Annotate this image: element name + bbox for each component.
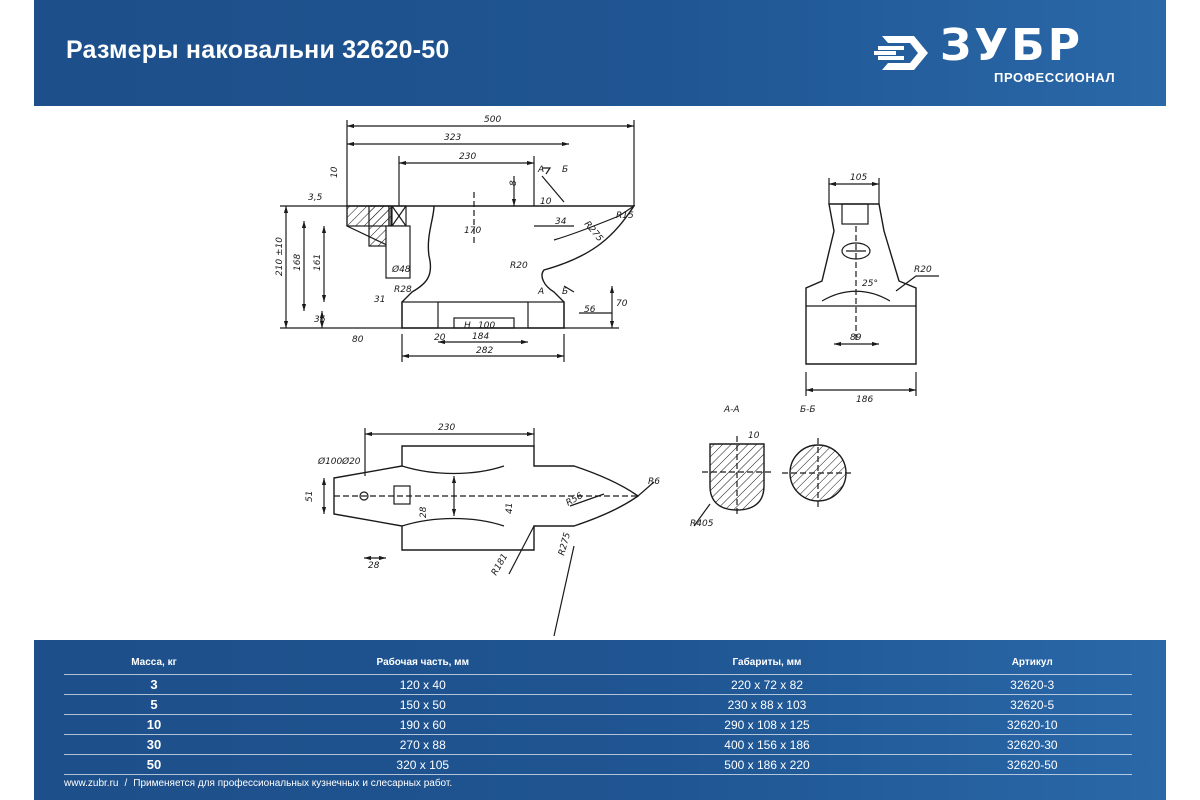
dim-89: 89 <box>850 333 862 343</box>
dim-34: 34 <box>555 217 567 227</box>
cell-size: 400 x 156 x 186 <box>601 734 933 755</box>
cell-sku: 32620-3 <box>932 674 1132 695</box>
dim-20: 20 <box>434 333 446 343</box>
table-row: 50 320 x 105 500 x 186 x 220 32620-50 <box>64 754 1132 775</box>
dim-d20: Ø20 <box>341 456 361 467</box>
dim-10: 10 <box>540 197 552 207</box>
dim-10b: 10 <box>330 166 340 178</box>
footer-note: www.zubr.ru / Применяется для профессионал… <box>64 778 452 789</box>
dim-170: 170 <box>464 226 481 236</box>
dim-d100: Ø100 <box>317 456 343 467</box>
zubr-emblem-icon <box>874 36 928 70</box>
cell-size: 500 x 186 x 220 <box>601 754 933 775</box>
dim-80: 80 <box>352 335 364 345</box>
cell-mass: 3 <box>64 674 244 695</box>
dim-r275-top: R275 <box>557 531 573 556</box>
dim-d48: Ø48 <box>391 264 411 275</box>
col-mass: Масса, кг <box>64 650 244 675</box>
section-b-b <box>782 438 854 508</box>
table-row: 5 150 x 50 230 x 88 x 103 32620-5 <box>64 694 1132 715</box>
header-band: Размеры наковальни 32620-50 ЗУБР ПРОФЕСС… <box>34 0 1166 106</box>
top-view <box>321 428 655 637</box>
cell-sku: 32620-5 <box>932 694 1132 715</box>
cell-sku: 32620-10 <box>932 714 1132 735</box>
dim-168: 168 <box>293 254 303 271</box>
dim-100: 100 <box>478 321 495 331</box>
anvil-drawing-svg: 500 323 230 170 210 ±10 168 161 36 31 80… <box>275 115 939 637</box>
footer-separator: / <box>124 778 128 789</box>
dim-51: 51 <box>305 491 315 502</box>
specs-table: Масса, кг Рабочая часть, мм Габариты, мм… <box>64 650 1132 775</box>
dim-r56: R56 <box>565 491 586 509</box>
cell-mass: 10 <box>64 714 244 735</box>
dim-28b: 28 <box>419 506 429 518</box>
dim-25deg: 25° <box>862 279 878 289</box>
table-header-row: Масса, кг Рабочая часть, мм Габариты, мм… <box>64 650 1132 675</box>
cell-sku: 32620-30 <box>932 734 1132 755</box>
dim-210: 210 ±10 <box>275 237 285 276</box>
cell-work: 320 x 105 <box>243 754 602 775</box>
page-title: Размеры наковальни 32620-50 <box>66 36 450 64</box>
dim-186: 186 <box>856 395 873 405</box>
cell-mass: 50 <box>64 754 244 775</box>
dim-r15: R15 <box>616 211 634 221</box>
cell-work: 150 x 50 <box>243 694 602 715</box>
dim-h: H <box>464 321 471 331</box>
section-b-label: Б-Б <box>800 405 816 415</box>
dim-500: 500 <box>484 115 501 125</box>
dim-r6: R6 <box>648 477 660 487</box>
dim-r28: R28 <box>394 285 412 295</box>
dim-70: 70 <box>616 299 628 309</box>
col-size: Габариты, мм <box>601 650 933 675</box>
dim-36: 36 <box>314 315 326 325</box>
dim-top-230: 230 <box>438 423 455 433</box>
dim-r181: R181 <box>490 552 510 577</box>
dim-323: 323 <box>444 133 461 143</box>
cell-size: 230 x 88 x 103 <box>601 694 933 715</box>
dim-3-5: 3,5 <box>308 193 323 203</box>
dim-41: 41 <box>505 503 515 514</box>
specs-band: Масса, кг Рабочая часть, мм Габариты, мм… <box>34 640 1166 800</box>
dim-sec-10: 10 <box>748 431 760 441</box>
dim-282: 282 <box>476 346 493 356</box>
table-row: 30 270 x 88 400 x 156 x 186 32620-30 <box>64 734 1132 755</box>
technical-drawing: 500 323 230 170 210 ±10 168 161 36 31 80… <box>34 106 1166 640</box>
mark-a1: А <box>537 165 544 175</box>
brand-tagline: ПРОФЕССИОНАЛ <box>994 70 1116 85</box>
dim-8: 8 <box>509 180 519 186</box>
dim-105: 105 <box>850 173 867 183</box>
section-a-label: А-А <box>723 405 740 415</box>
brand-wordmark: ЗУБР <box>940 20 1083 71</box>
cell-work: 190 x 60 <box>243 714 602 735</box>
section-a-a <box>693 436 772 527</box>
mark-b1: Б <box>562 165 568 175</box>
cell-mass: 5 <box>64 694 244 715</box>
dim-r20: R20 <box>510 261 528 271</box>
mark-b2: Б <box>562 287 568 297</box>
dim-28a: 28 <box>368 561 380 571</box>
cell-work: 120 x 40 <box>243 674 602 695</box>
dim-161: 161 <box>313 254 323 271</box>
site-link[interactable]: www.zubr.ru <box>64 778 119 789</box>
cell-work: 270 x 88 <box>243 734 602 755</box>
dim-184: 184 <box>472 332 489 342</box>
usage-note: Применяется для профессиональных кузнечн… <box>133 778 453 789</box>
cell-mass: 30 <box>64 734 244 755</box>
table-row: 10 190 x 60 290 x 108 x 125 32620-10 <box>64 714 1132 735</box>
dim-side-r20: R20 <box>914 265 932 275</box>
table-row: 3 120 x 40 220 x 72 x 82 32620-3 <box>64 674 1132 695</box>
side-view <box>805 178 939 396</box>
cell-size: 290 x 108 x 125 <box>601 714 933 735</box>
brand-logo: ЗУБР ПРОФЕССИОНАЛ <box>874 20 1144 88</box>
dim-230: 230 <box>459 152 476 162</box>
dim-56: 56 <box>584 305 596 315</box>
col-sku: Артикул <box>932 650 1132 675</box>
mark-a2: А <box>537 287 544 297</box>
dim-r405: R405 <box>690 519 714 529</box>
cell-size: 220 x 72 x 82 <box>601 674 933 695</box>
dim-31: 31 <box>374 295 385 305</box>
cell-sku: 32620-50 <box>932 754 1132 775</box>
col-work: Рабочая часть, мм <box>243 650 602 675</box>
front-view <box>280 120 636 362</box>
